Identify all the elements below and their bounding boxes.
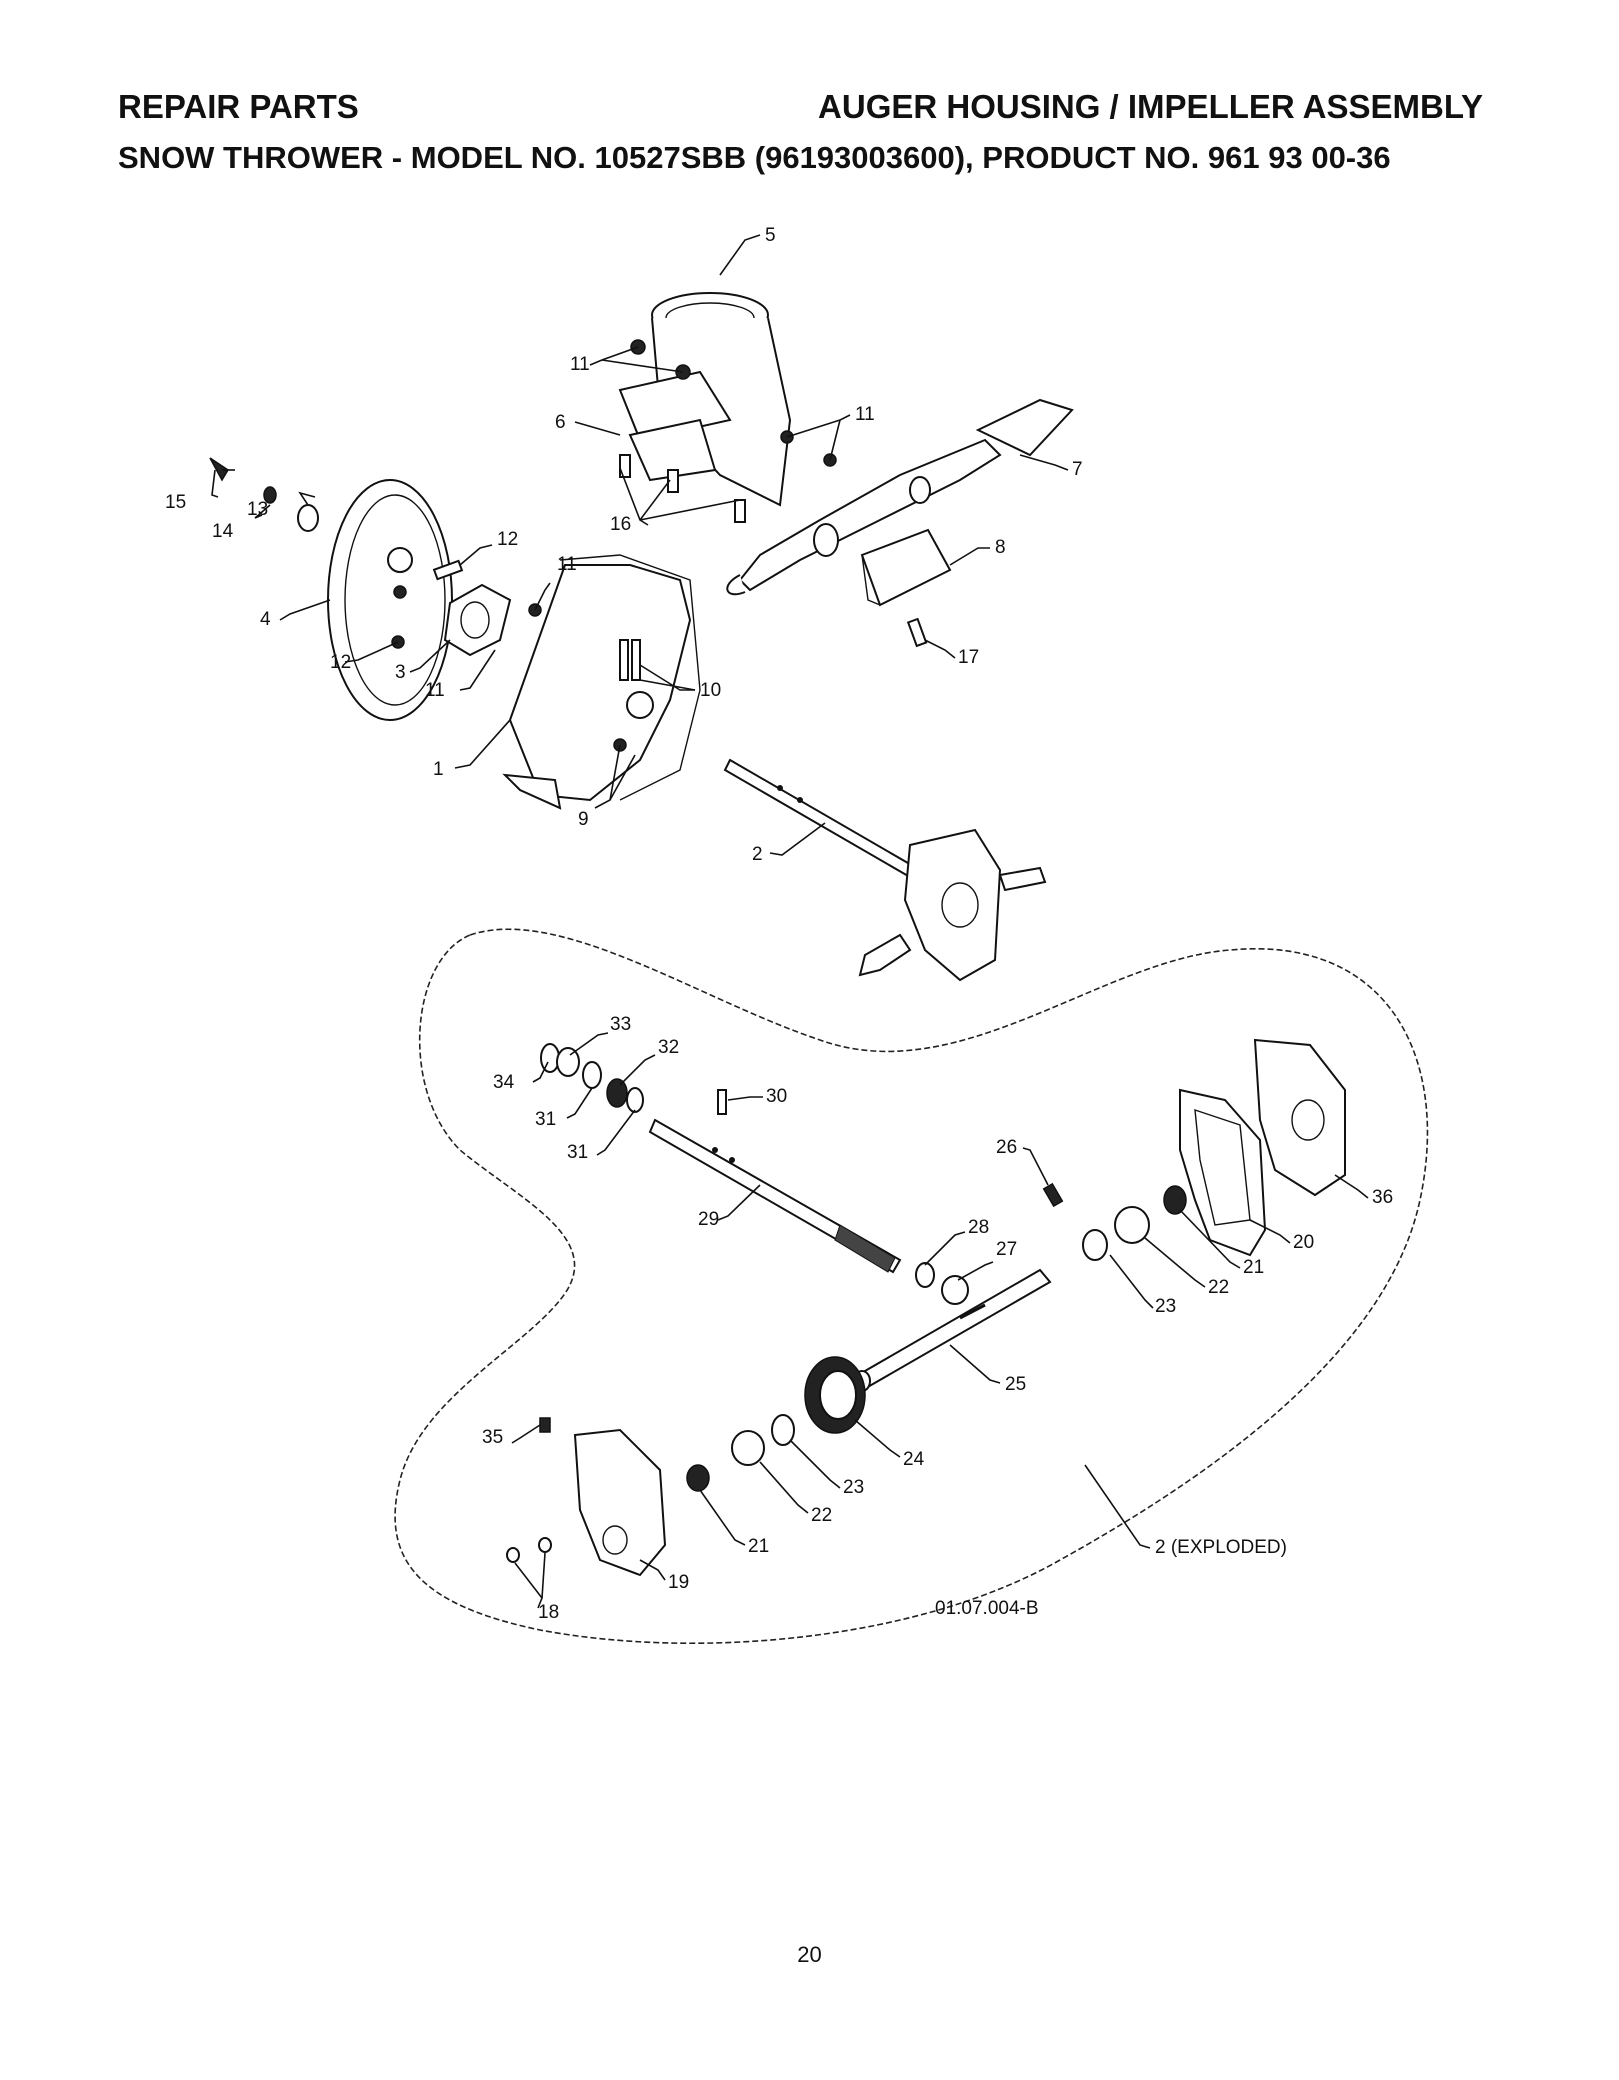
seal-21b-part (686, 1464, 710, 1492)
bolt-15-part (209, 457, 230, 482)
callout-20: 20 (1293, 1232, 1314, 1253)
chute-crank-part (726, 398, 1074, 596)
gear-case-36-part (1253, 1038, 1346, 1197)
ring-32-part (606, 1078, 628, 1108)
callout-34: 34 (493, 1072, 515, 1093)
callout-28: 28 (968, 1217, 989, 1238)
callout-32: 32 (658, 1037, 679, 1058)
callout-31: 31 (567, 1142, 588, 1163)
pin-30-part (717, 1089, 727, 1115)
callout-26: 26 (996, 1137, 1017, 1158)
callout-35: 35 (482, 1427, 503, 1448)
callout-2: 2 (752, 844, 763, 865)
bushing-22a-part (1114, 1206, 1150, 1244)
callout-17: 17 (958, 647, 979, 668)
callout-12: 12 (497, 529, 518, 550)
gear-case-19-part (573, 1428, 667, 1577)
callout-36: 36 (1372, 1187, 1393, 1208)
callout-22: 22 (811, 1505, 832, 1526)
bearing-27-part (941, 1275, 969, 1305)
bushing-22b-part (731, 1430, 765, 1466)
gear-24-part (804, 1356, 866, 1434)
callout-15: 15 (165, 492, 186, 513)
callout-23: 23 (843, 1477, 864, 1498)
callout-12: 12 (330, 652, 351, 673)
gasket-20-part (1179, 1088, 1267, 1257)
bearing-flange-part (432, 559, 512, 657)
callout-8: 8 (995, 537, 1006, 558)
callout-11: 11 (425, 680, 445, 701)
seal-34-part (540, 1043, 560, 1073)
callout-9: 9 (578, 809, 589, 830)
callout-13: 13 (247, 499, 268, 520)
key-26-part (1042, 1182, 1064, 1208)
callout-19: 19 (668, 1572, 689, 1593)
callout-14: 14 (212, 521, 234, 542)
figure-code: 01.07.004-B (935, 1598, 1039, 1619)
callout-11: 11 (570, 354, 590, 375)
washer-13-part (297, 504, 319, 532)
seal-21a-part (1163, 1185, 1187, 1215)
shaft-29-part (648, 1118, 902, 1274)
callout-21: 21 (748, 1536, 769, 1557)
subtitle-prefix: SNOW THROWER - MODEL NO. (118, 140, 586, 175)
callout-24: 24 (903, 1449, 925, 1470)
model-subtitle: SNOW THROWER - MODEL NO. 10527SBB (96193… (118, 140, 1391, 176)
callout-2-exploded: 2 (EXPLODED) (1155, 1537, 1287, 1558)
callout-1: 1 (433, 759, 444, 780)
callout-4: 4 (260, 609, 271, 630)
callout-16: 16 (610, 514, 631, 535)
washer-23a-part (1082, 1229, 1108, 1261)
fitting-18b-part (538, 1537, 552, 1553)
callout-11: 11 (557, 554, 577, 575)
callout-33: 33 (610, 1014, 631, 1035)
subtitle-suffix: (96193003600), PRODUCT NO. 961 93 00-36 (754, 140, 1391, 175)
callout-5: 5 (765, 225, 776, 246)
nut-14-part (263, 486, 277, 504)
callout-27: 27 (996, 1239, 1017, 1260)
callout-25: 25 (1005, 1374, 1026, 1395)
assembly-title: AUGER HOUSING / IMPELLER ASSEMBLY (818, 88, 1483, 125)
callout-18: 18 (538, 1602, 559, 1623)
callout-23: 23 (1155, 1296, 1176, 1317)
leader-lines (211, 234, 1369, 1609)
washer-28-part (915, 1262, 935, 1288)
callout-31: 31 (535, 1109, 556, 1130)
crank-bracket-part (860, 528, 952, 648)
callout-29: 29 (698, 1209, 719, 1230)
callout-7: 7 (1072, 459, 1083, 480)
callout-6: 6 (555, 412, 566, 433)
section-title: REPAIR PARTS (118, 88, 359, 125)
auger-housing-part (502, 554, 701, 810)
callout-21: 21 (1243, 1257, 1264, 1278)
callout-30: 30 (766, 1086, 787, 1107)
callout-10: 10 (700, 680, 721, 701)
fitting-18a-part (506, 1547, 520, 1563)
page-number: 20 (797, 1942, 822, 1967)
callout-3: 3 (395, 662, 406, 683)
washer-31a-part (582, 1061, 602, 1089)
callout-22: 22 (1208, 1277, 1229, 1298)
chute-adapter-part (618, 292, 837, 523)
plug-35-part (539, 1417, 551, 1433)
washer-23b-part (771, 1414, 795, 1446)
callout-11: 11 (855, 404, 875, 425)
washer-31b-part (626, 1087, 644, 1113)
impeller-shaft-part (723, 758, 1047, 982)
exploded-view-outline (394, 928, 1429, 1645)
model-number: 10527SBB (594, 140, 747, 175)
bearing-33-part (556, 1047, 580, 1077)
